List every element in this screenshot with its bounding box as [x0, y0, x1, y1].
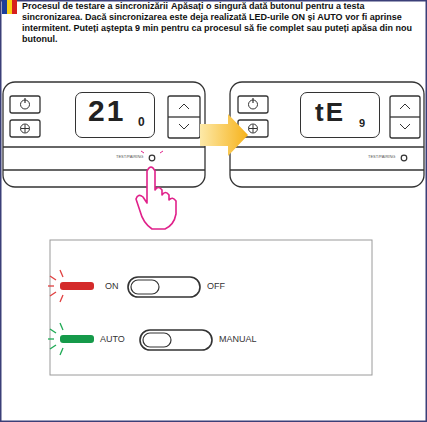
- instruction-paragraph: Procesul de testare a sincronizăriiApăsa…: [22, 1, 418, 45]
- button-label: TEST/PAIRING: [368, 155, 395, 159]
- lcd-display: tE 9: [300, 92, 380, 138]
- slide-switches: [128, 277, 212, 350]
- switch-label: OFF: [207, 282, 225, 292]
- press-marks: [141, 151, 163, 153]
- green-led: [48, 323, 94, 355]
- switch-label: MANUAL: [219, 335, 257, 345]
- switch-label: ON: [105, 282, 119, 292]
- heading: Procesul de testare a sincronizării: [22, 1, 168, 11]
- thermostat-right: [230, 82, 424, 187]
- red-led: [48, 270, 94, 302]
- button-label: TEST/PAIRING: [116, 155, 143, 159]
- display-decimal: 0: [138, 116, 147, 128]
- display-minutes: 9: [359, 118, 367, 129]
- transition-arrow: [200, 114, 248, 156]
- display-code: tE: [315, 99, 345, 125]
- pointing-hand: [136, 167, 176, 229]
- switch-label: AUTO: [100, 335, 125, 345]
- lcd-display: 21 0: [75, 92, 155, 138]
- flag-icon: [2, 0, 17, 14]
- thermostat-left: [3, 82, 205, 187]
- led-panel: [50, 240, 372, 375]
- display-digits: 21: [88, 96, 125, 126]
